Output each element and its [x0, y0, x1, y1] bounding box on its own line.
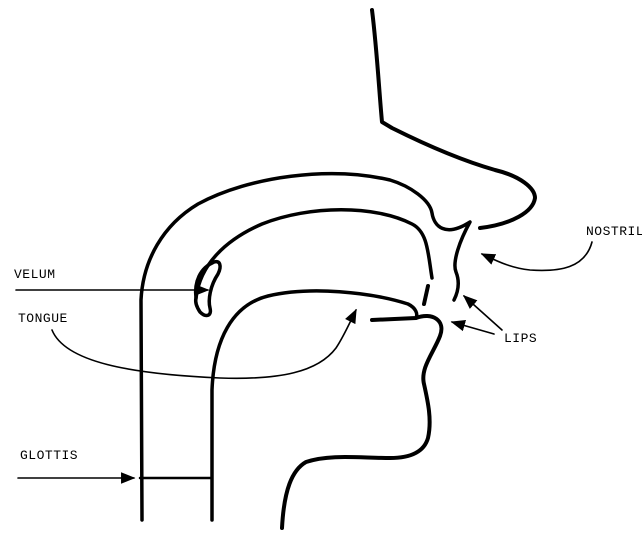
upper-lip [424, 286, 428, 304]
tongue-pointer [52, 310, 356, 378]
tongue-label: TONGUE [18, 311, 68, 326]
lower-lip-jaw [282, 316, 441, 528]
tongue-surface [212, 291, 417, 520]
lips-label: LIPS [504, 331, 537, 346]
glottis-label: GLOTTIS [20, 448, 78, 463]
lips-pointer-lower [452, 322, 494, 334]
nose-outline [372, 10, 535, 228]
velum-label: VELUM [14, 267, 56, 282]
nasal-cavity-outer [141, 174, 470, 520]
lips-pointer-upper [464, 296, 502, 330]
nostril-label: NOSTRIL [586, 224, 642, 239]
nostril-pointer [482, 242, 592, 270]
velum-outline [196, 210, 432, 298]
